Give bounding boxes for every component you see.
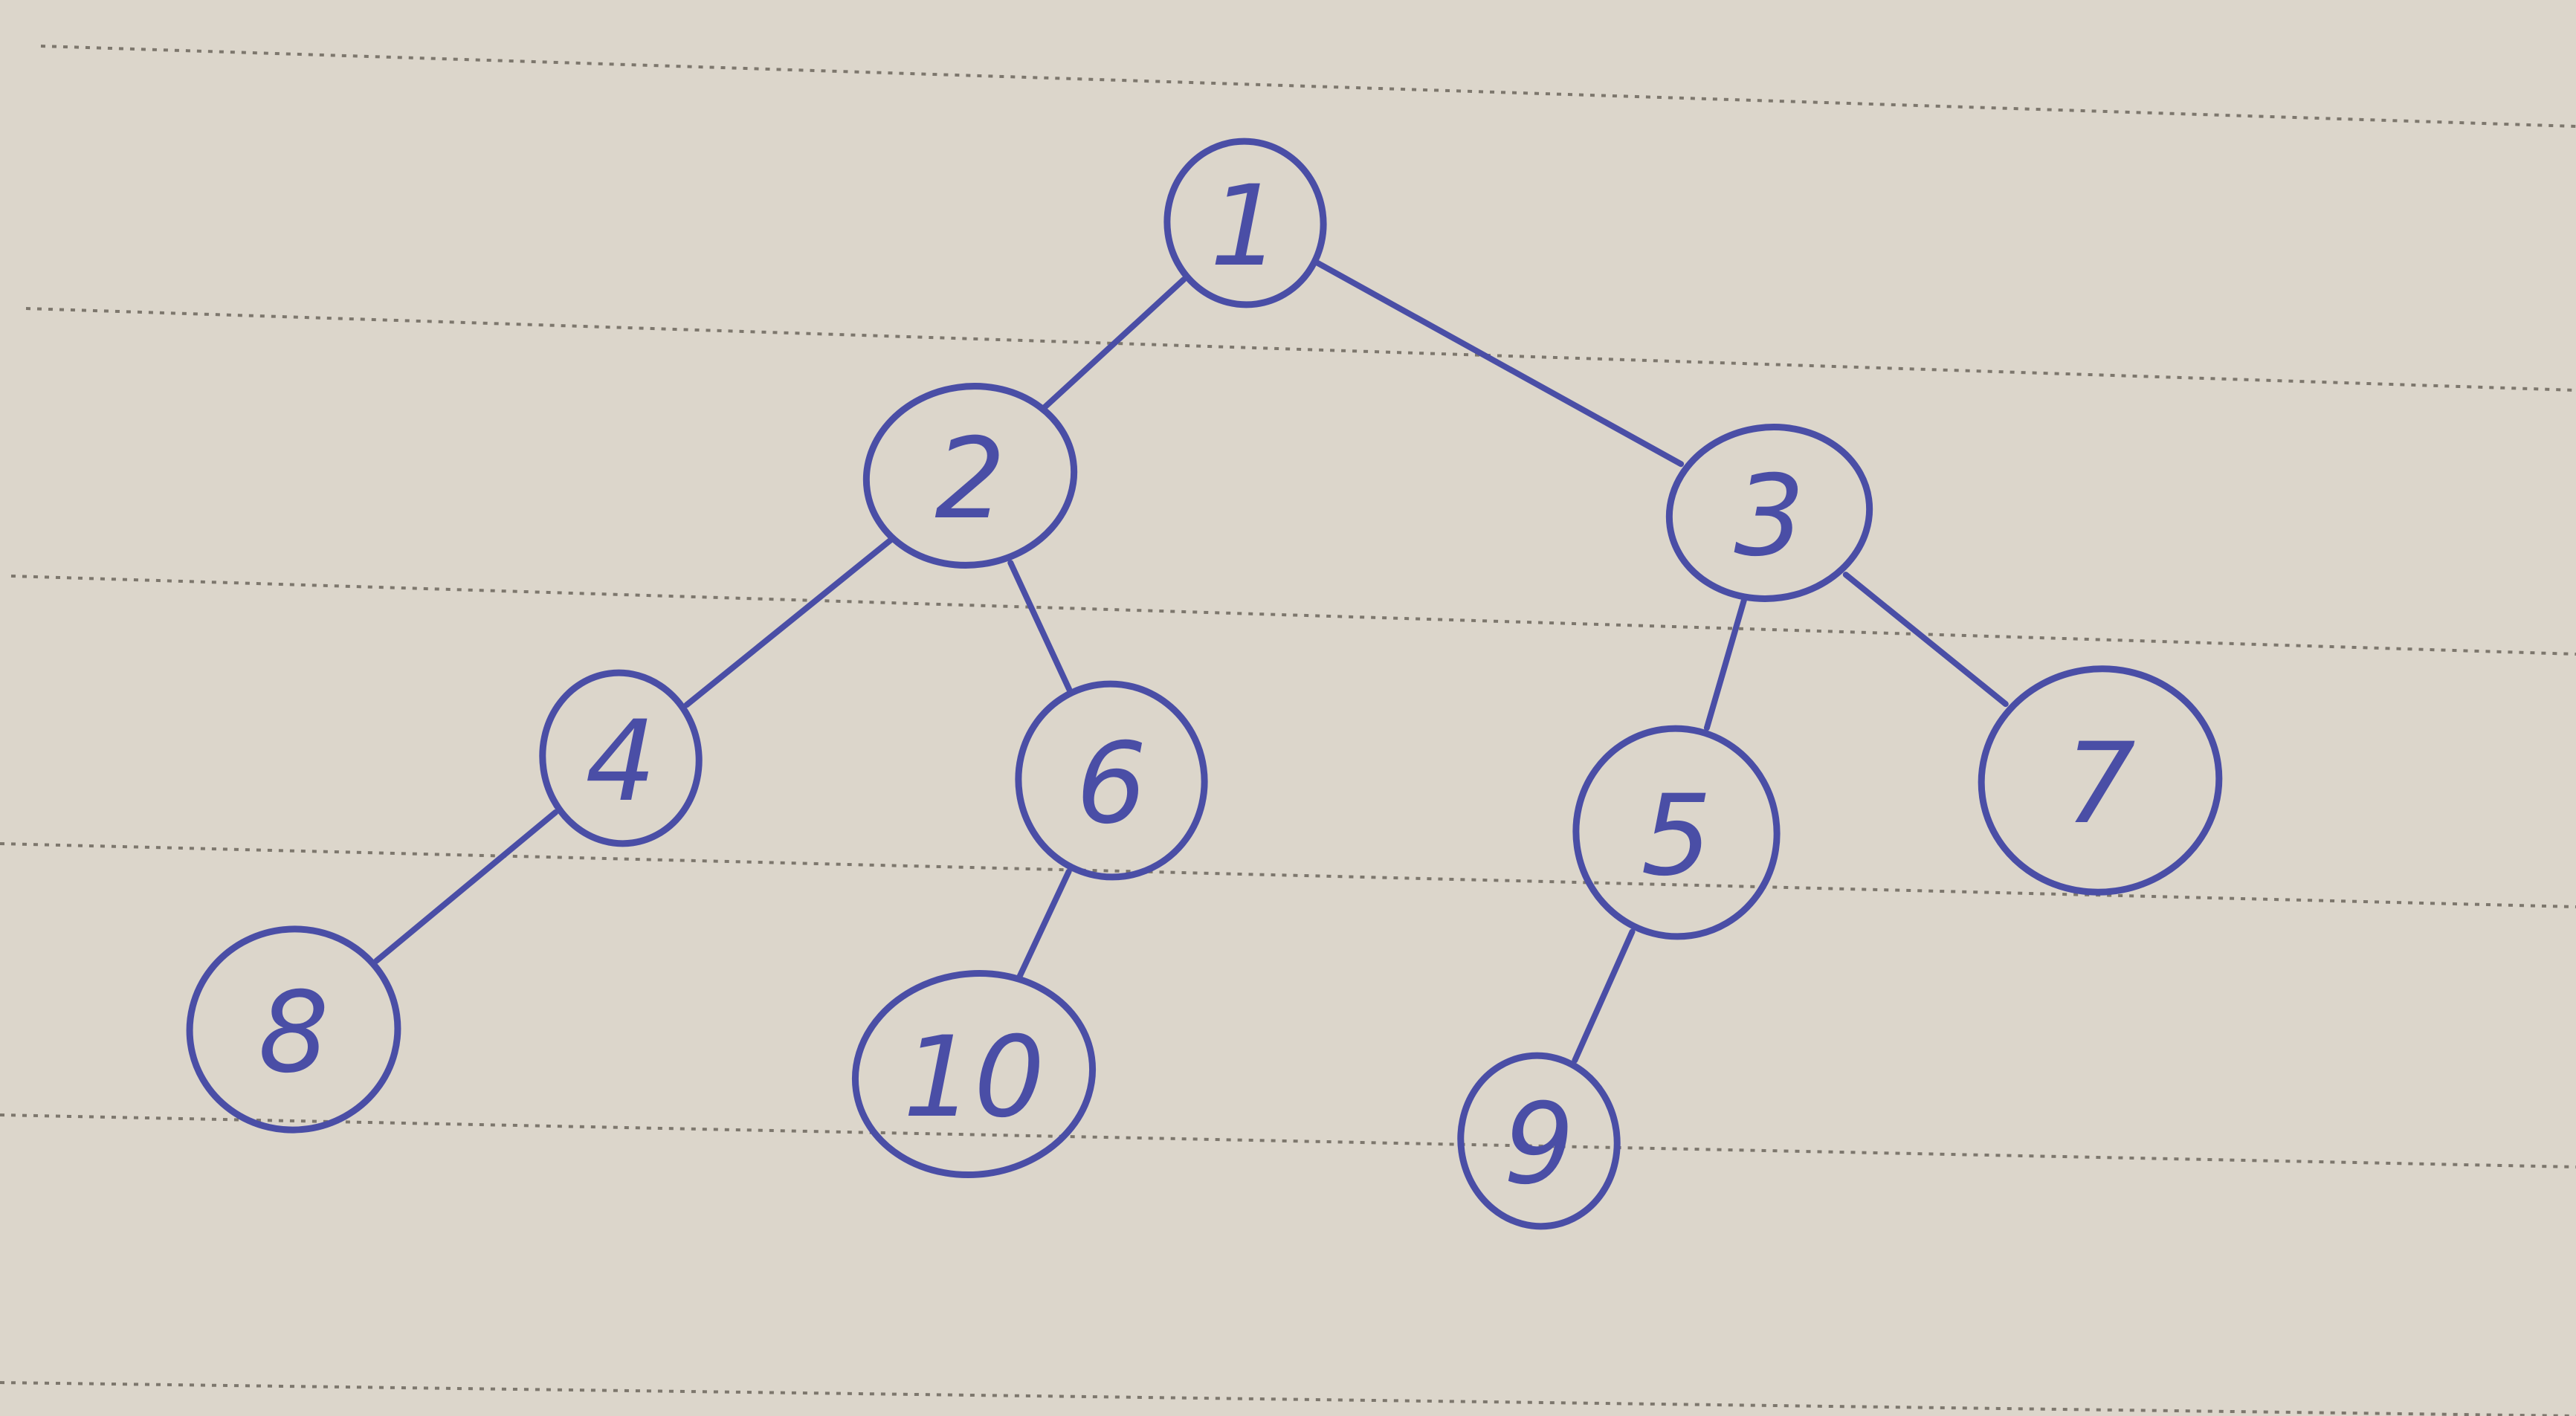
node-label-8: 8 <box>258 969 329 1098</box>
node-label-4: 4 <box>585 697 656 827</box>
node-circle-3 <box>1665 424 1873 602</box>
node-label-7: 7 <box>2065 720 2135 849</box>
node-label-1: 1 <box>1210 162 1280 291</box>
node-3: 3 <box>1665 424 1873 602</box>
node-5: 5 <box>1572 725 1781 940</box>
rule-line-3 <box>10 575 2576 656</box>
tree-edges <box>373 259 2009 1064</box>
edge-5-9 <box>1572 928 1636 1064</box>
edge-6-10 <box>1016 868 1072 980</box>
node-label-6: 6 <box>1076 720 1146 849</box>
node-circle-8 <box>186 925 401 1134</box>
node-circle-6 <box>1015 680 1208 881</box>
node-label-10: 10 <box>903 1013 1045 1142</box>
ruled-lines <box>0 45 2576 1416</box>
edge-1-3 <box>1314 259 1685 468</box>
node-2: 2 <box>862 383 1078 569</box>
edge-1-2 <box>1042 277 1187 410</box>
edge-3-7 <box>1842 572 2009 708</box>
node-circle-9 <box>1457 1052 1621 1230</box>
node-circle-5 <box>1572 725 1781 940</box>
node-label-3: 3 <box>1734 452 1804 581</box>
edge-4-8 <box>373 809 559 964</box>
node-9: 9 <box>1457 1052 1621 1230</box>
edge-2-6 <box>1007 560 1073 693</box>
node-10: 10 <box>851 969 1097 1179</box>
node-circle-10 <box>851 969 1097 1179</box>
node-8: 8 <box>186 925 401 1134</box>
node-4: 4 <box>539 669 703 847</box>
rule-line-2 <box>25 307 2576 392</box>
node-7: 7 <box>1978 665 2223 896</box>
node-label-9: 9 <box>1503 1080 1574 1209</box>
node-circle-4 <box>539 669 703 847</box>
tree-nodes: 1 2 3 4 6 5 7 8 10 9 <box>186 138 2223 1230</box>
node-label-2: 2 <box>934 415 1005 544</box>
node-circle-2 <box>862 383 1078 569</box>
node-6: 6 <box>1015 680 1208 881</box>
node-circle-7 <box>1978 665 2223 896</box>
node-label-5: 5 <box>1641 772 1711 901</box>
edge-2-4 <box>683 537 894 708</box>
edge-3-5 <box>1703 597 1747 731</box>
node-circle-1 <box>1163 138 1327 308</box>
node-1: 1 <box>1163 138 1327 308</box>
